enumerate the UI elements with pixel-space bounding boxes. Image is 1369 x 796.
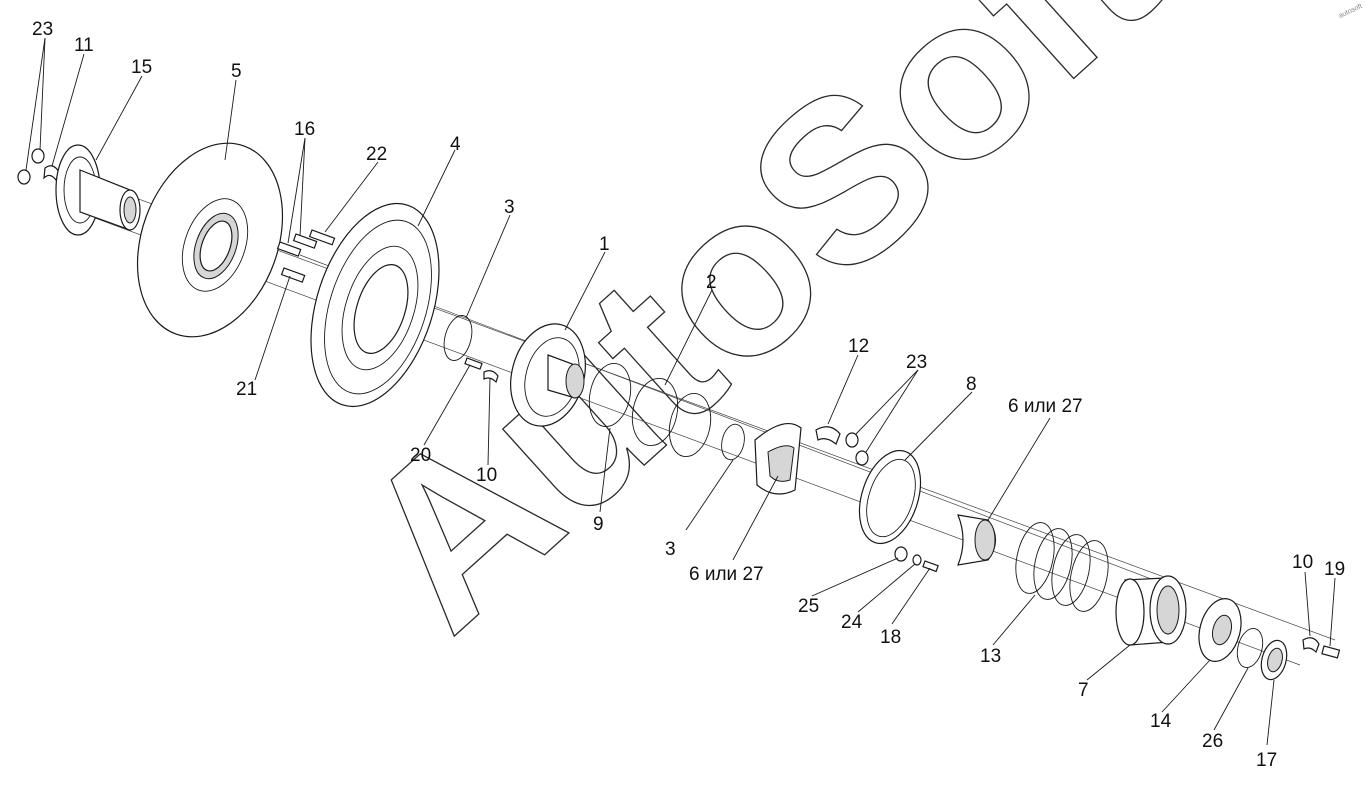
part-4-pressure-plate xyxy=(310,202,440,408)
part-9-2-rings xyxy=(588,362,712,458)
part-1-hub-housing xyxy=(510,323,586,427)
callout-14: 14 xyxy=(1150,711,1172,732)
callout-1: 1 xyxy=(599,234,610,255)
callout-11: 11 xyxy=(74,35,94,56)
callout-6-or-27-right: 6 или 27 xyxy=(1008,396,1083,417)
callout-20: 20 xyxy=(410,445,431,466)
callout-21: 21 xyxy=(236,379,257,400)
callout-3-lower: 3 xyxy=(665,539,676,560)
callout-25: 25 xyxy=(798,596,819,617)
callout-6-or-27-left: 6 или 27 xyxy=(689,564,764,585)
callout-13: 13 xyxy=(980,646,1001,667)
part-14-end-plate xyxy=(1198,598,1242,662)
part-12-23-lock-and-nuts xyxy=(815,426,869,466)
callout-10-right: 10 xyxy=(1292,552,1313,573)
callout-labels: 23 11 15 5 16 22 4 3 1 2 21 20 10 9 3 6 … xyxy=(32,19,1345,771)
callout-17: 17 xyxy=(1256,750,1277,771)
part-25-24-18-fasteners xyxy=(894,546,939,573)
part-26-tab-washer xyxy=(1236,627,1264,669)
part-6-27-seal-right xyxy=(957,514,997,566)
callout-3-upper: 3 xyxy=(504,197,515,218)
callout-16: 16 xyxy=(294,119,315,140)
part-23-nuts-left xyxy=(17,148,45,185)
callout-2: 2 xyxy=(706,272,717,293)
part-6-27-seal-left xyxy=(754,422,802,495)
callout-15: 15 xyxy=(131,57,152,78)
callout-24: 24 xyxy=(841,612,863,633)
part-15-hub-flange xyxy=(55,144,141,236)
callout-19: 19 xyxy=(1324,559,1345,580)
part-16-22-21-bolts xyxy=(276,229,336,283)
callout-23-right: 23 xyxy=(906,352,927,373)
callout-10-left: 10 xyxy=(476,465,497,486)
leader-lines xyxy=(25,37,1336,746)
callout-26: 26 xyxy=(1202,731,1223,752)
part-5-large-disc xyxy=(136,142,284,338)
part-7-cylinder xyxy=(1115,575,1187,646)
callout-18: 18 xyxy=(880,627,901,648)
axis-line-lower xyxy=(59,204,1301,666)
part-10-19-lock-and-bolt xyxy=(1302,637,1341,659)
callout-22: 22 xyxy=(366,144,387,165)
part-13-spring xyxy=(1015,522,1109,612)
callout-4: 4 xyxy=(450,134,461,155)
callout-12: 12 xyxy=(848,336,869,357)
callout-23-top-left: 23 xyxy=(32,19,53,40)
callout-9: 9 xyxy=(593,514,604,535)
part-20-10-bolt-and-washer xyxy=(464,357,499,384)
corner-mark: autosoft xyxy=(1338,3,1364,20)
callout-7: 7 xyxy=(1078,680,1089,701)
callout-8: 8 xyxy=(966,374,977,395)
part-17-nut-ring xyxy=(1260,639,1288,681)
part-3-snap-ring-lower xyxy=(721,423,745,461)
part-8-flange-ring xyxy=(858,449,922,545)
part-3-snap-ring-upper xyxy=(443,315,473,361)
callout-5: 5 xyxy=(231,61,242,82)
axis-line-mid xyxy=(299,254,1181,591)
